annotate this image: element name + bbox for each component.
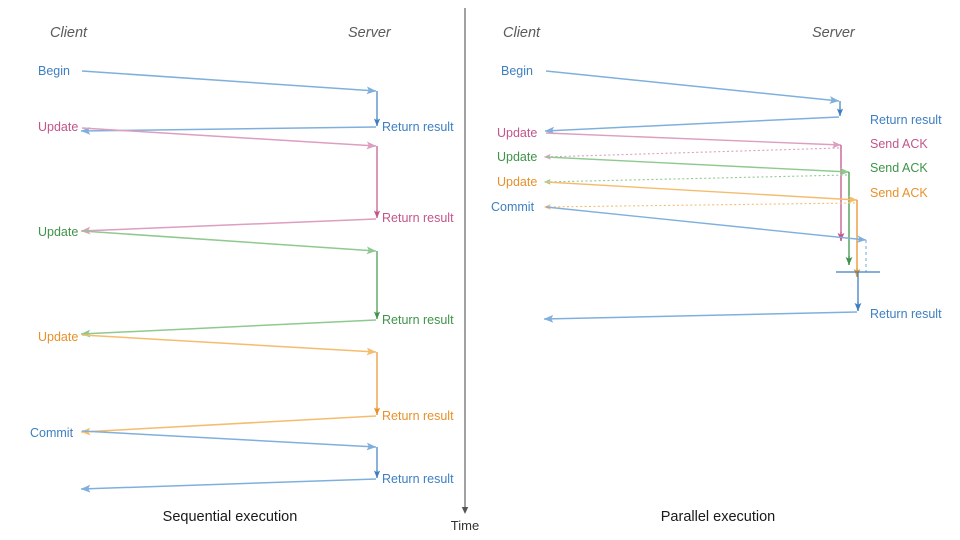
server-header-parallel: Server [812, 25, 856, 41]
panel-caption-sequential: Sequential execution [163, 509, 298, 525]
client-message-label-sequential-4: Commit [30, 426, 74, 440]
panel-caption-parallel: Parallel execution [661, 509, 775, 525]
request-arrow-update [545, 132, 842, 149]
ack-arrow [543, 147, 840, 160]
server-message-label-parallel-2: Send ACK [870, 161, 928, 175]
ack-arrow [543, 174, 848, 185]
server-message-label-parallel-0: Return result [870, 113, 942, 127]
server-message-label-sequential-3: Return result [382, 409, 454, 423]
request-arrow [81, 334, 377, 356]
client-message-label-sequential-0: Begin [38, 64, 70, 78]
server-message-label-sequential-2: Return result [382, 313, 454, 327]
request-arrow [81, 230, 377, 255]
server-message-label-parallel-3: Send ACK [870, 186, 928, 200]
request-arrow-update [545, 181, 858, 204]
response-arrow-commit [543, 311, 858, 323]
client-message-label-sequential-2: Update [38, 225, 78, 239]
client-header-parallel: Client [503, 25, 541, 41]
client-message-label-parallel-4: Commit [491, 200, 535, 214]
ack-arrow [543, 202, 856, 210]
client-header-sequential: Client [50, 25, 88, 41]
time-axis-arrowhead [461, 507, 469, 514]
response-arrow [80, 218, 377, 235]
client-message-label-parallel-3: Update [497, 175, 537, 189]
server-message-label-sequential-4: Return result [382, 472, 454, 486]
request-arrow-update [545, 156, 850, 176]
request-arrow-begin [545, 70, 840, 104]
client-message-label-sequential-1: Update [38, 120, 78, 134]
response-arrow [80, 319, 377, 338]
request-arrow [81, 430, 377, 451]
client-message-label-sequential-3: Update [38, 330, 78, 344]
server-header-sequential: Server [348, 25, 392, 41]
server-message-label-parallel-1: Send ACK [870, 137, 928, 151]
request-arrow [81, 70, 377, 95]
client-message-label-parallel-0: Begin [501, 64, 533, 78]
response-arrow-begin [544, 116, 840, 135]
client-message-label-parallel-2: Update [497, 150, 537, 164]
server-message-label-parallel-4: Return result [870, 307, 942, 321]
server-message-label-sequential-0: Return result [382, 120, 454, 134]
time-axis-label: Time [451, 518, 479, 533]
request-arrow-commit [545, 206, 867, 243]
client-message-label-parallel-1: Update [497, 126, 537, 140]
response-arrow [80, 415, 377, 436]
server-message-label-sequential-1: Return result [382, 211, 454, 225]
request-arrow [81, 127, 377, 150]
response-arrow [80, 478, 377, 493]
